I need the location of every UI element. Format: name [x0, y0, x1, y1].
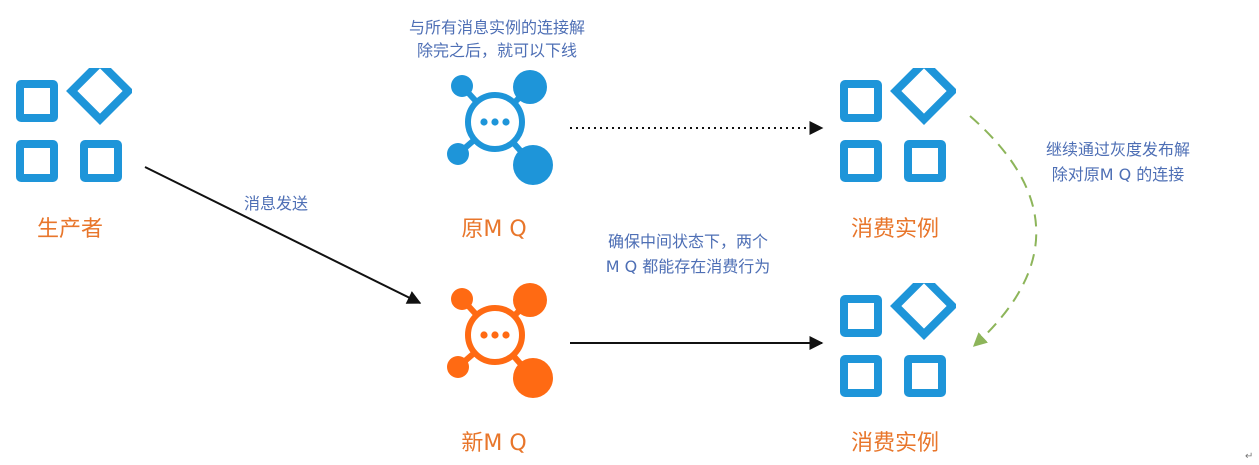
producer-apps-icon — [20, 63, 128, 178]
old-mq-label: 原M Q — [461, 217, 526, 242]
edge-consumer-gray-release-curve — [969, 115, 1038, 347]
consumer-top-label: 消费实例 — [851, 217, 939, 242]
note-right-line1: 继续通过灰度发布解 — [1046, 140, 1190, 159]
note-send: 消息发送 — [244, 194, 308, 213]
producer-node: 生产者 — [20, 63, 128, 242]
note-top-line1: 与所有消息实例的连接解 — [409, 18, 585, 37]
note-middle-line1: 确保中间状态下，两个 — [608, 232, 768, 251]
note-right-line2: 除对原M Q 的连接 — [1052, 165, 1185, 184]
new-mq-hub-icon — [447, 283, 553, 398]
old-mq-hub-icon — [447, 70, 553, 185]
consumer-top-apps-icon — [844, 63, 952, 178]
paragraph-mark: ↵ — [1245, 451, 1253, 462]
new-mq-label: 新M Q — [461, 431, 526, 456]
note-middle-line2: M Q 都能存在消费行为 — [606, 257, 771, 276]
edge-producer-to-new-mq — [144, 166, 422, 304]
consumer-bottom-node: 消费实例 — [844, 278, 952, 456]
consumer-bottom-label: 消费实例 — [851, 431, 939, 456]
note-top-line2: 除完之后，就可以下线 — [417, 41, 577, 60]
new-mq-node: 新M Q — [447, 283, 553, 456]
consumer-bottom-apps-icon — [844, 278, 952, 393]
old-mq-node: 原M Q — [447, 70, 553, 242]
consumer-top-node: 消费实例 — [844, 63, 952, 242]
producer-label: 生产者 — [37, 217, 103, 242]
